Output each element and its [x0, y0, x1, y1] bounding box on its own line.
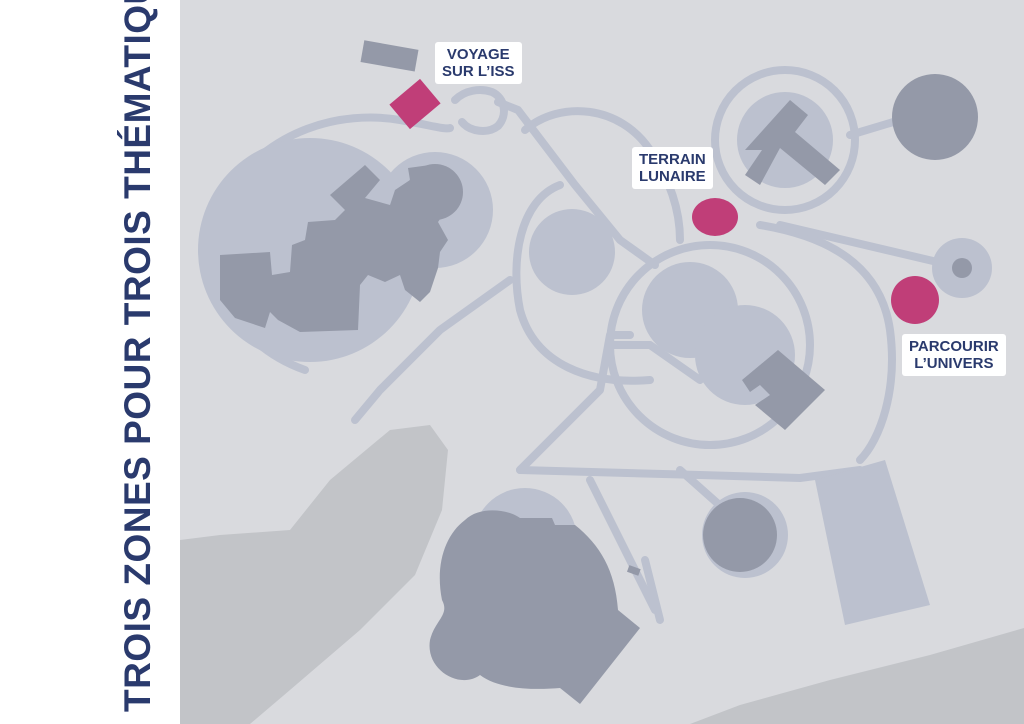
path-arch — [521, 107, 684, 244]
building-left-dome — [407, 164, 463, 220]
highlight-lunar — [692, 198, 738, 236]
path-iss-loop — [451, 86, 508, 135]
path-to-bottom-building — [586, 476, 659, 614]
building-top-right-circle — [892, 74, 978, 160]
path-diagonal-left — [351, 276, 514, 424]
zone-parking — [815, 460, 930, 625]
label-universe: PARCOURIR L’UNIVERS — [902, 334, 1006, 376]
path-lower-left — [516, 331, 634, 474]
label-lunar-line1: TERRAIN — [639, 151, 706, 168]
highlight-universe — [891, 276, 939, 324]
building-center-small — [742, 350, 825, 430]
path-top-right-ring — [711, 66, 859, 214]
label-iss-line2: SUR L’ISS — [442, 63, 515, 80]
label-lunar-line2: LUNAIRE — [639, 168, 706, 185]
building-small-right-dot — [952, 258, 972, 278]
path-right-swoop — [756, 221, 896, 464]
building-lower-right-circle — [703, 498, 777, 572]
highlight-zones — [389, 78, 939, 324]
path-to-small-circle — [776, 221, 954, 269]
path-iss-connector — [494, 98, 659, 269]
path-top-right-link — [846, 116, 904, 139]
site-map-drawing — [180, 40, 1024, 724]
label-lunar: TERRAIN LUNAIRE — [632, 147, 713, 189]
building-left-complex — [220, 165, 450, 332]
label-universe-line2: L’UNIVERS — [914, 355, 994, 372]
zone-mid — [529, 209, 615, 295]
building-top-small — [360, 40, 419, 72]
site-map: VOYAGE SUR L’ISS TERRAIN LUNAIRE PARCOUR… — [180, 0, 1024, 724]
path-lower-mid — [516, 466, 864, 482]
building-t-shape — [745, 100, 840, 185]
paths — [208, 66, 954, 624]
path-center-inner — [606, 341, 704, 384]
label-universe-line1: PARCOURIR — [909, 338, 999, 355]
buildings — [220, 40, 978, 704]
side-title: TROIS ZONES POUR TROIS THÉMATIQUES — [117, 0, 158, 712]
path-bottom-short — [641, 556, 664, 624]
side-panel: TROIS ZONES POUR TROIS THÉMATIQUES — [0, 0, 180, 724]
label-iss: VOYAGE SUR L’ISS — [435, 42, 522, 84]
ground-area-bottom-right — [690, 628, 1024, 724]
ground-area-left — [180, 425, 448, 724]
building-bottom-stub — [626, 565, 641, 576]
building-bottom-dome — [429, 510, 640, 704]
highlight-iss — [389, 78, 441, 130]
label-iss-line1: VOYAGE — [446, 46, 510, 63]
